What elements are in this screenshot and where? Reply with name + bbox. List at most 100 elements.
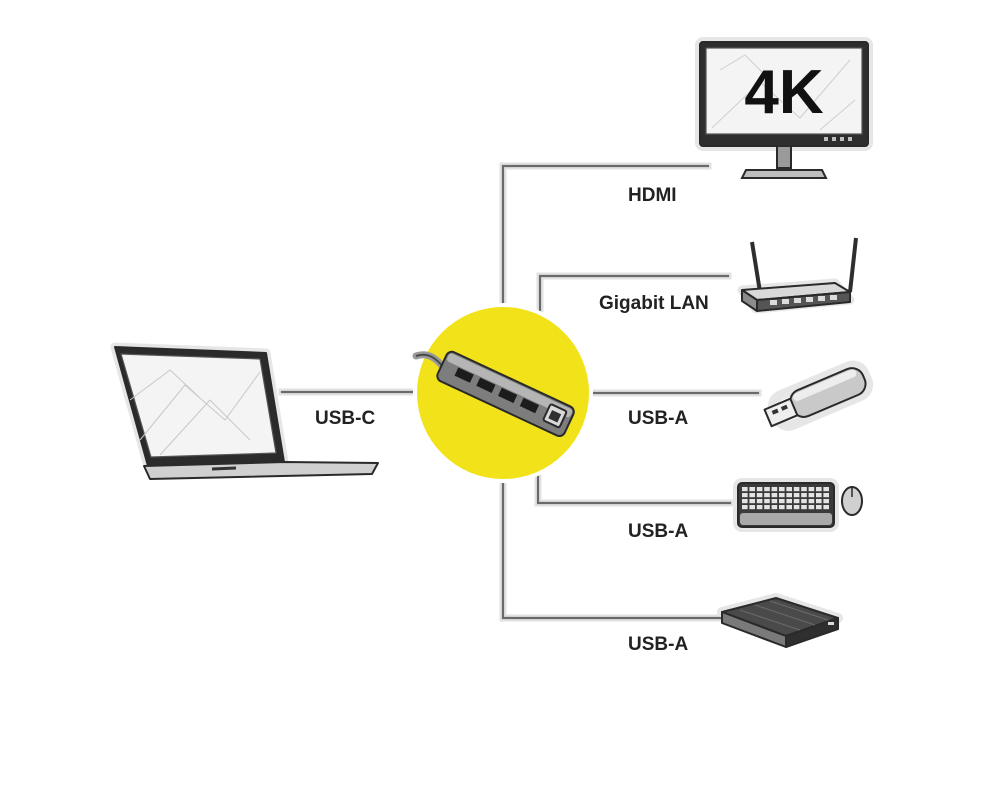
keyboard-key: [808, 505, 815, 510]
hub-group: [412, 303, 593, 483]
hub-usb-port: [454, 367, 474, 383]
usb-hub-adapter: [412, 350, 575, 438]
drive-right-side: [785, 617, 839, 648]
keyboard-key: [793, 505, 800, 510]
hub-usb-port: [476, 377, 496, 393]
keyboard-key: [801, 487, 807, 492]
label-keyboard-usb-a: USB-A: [628, 521, 688, 542]
router-antenna-right: [848, 237, 858, 293]
external-drive: [717, 593, 843, 648]
keyboard-key: [801, 493, 807, 498]
keyboard-key: [816, 505, 822, 510]
laptop: [110, 342, 379, 480]
keyboard-key: [823, 499, 829, 504]
monitor-screen-pattern: [711, 54, 856, 131]
keyboard-key: [779, 505, 785, 510]
laptop-base: [143, 461, 379, 480]
monitor-resolution-text: 4K: [744, 58, 823, 127]
keyboard-and-mouse: [733, 478, 863, 532]
keyboard-key: [786, 505, 792, 510]
monitor: 4K: [695, 37, 873, 179]
keyboard-key: [764, 505, 770, 510]
label-laptop-usb-c: USB-C: [315, 408, 375, 429]
port-labels: USB-C HDMI Gigabit LAN USB-A USB-A USB-A: [315, 185, 709, 655]
laptop-screen: [120, 353, 277, 458]
laptop-screen-pattern: [129, 369, 261, 456]
keyboard-key: [756, 499, 763, 504]
hub-ethernet-socket: [548, 410, 562, 423]
drive-led: [828, 622, 834, 625]
keyboard-key: [742, 505, 748, 510]
usb-stick-connector: [763, 397, 799, 428]
hub-body-highlight: [447, 353, 573, 418]
keyboard-key: [786, 493, 792, 498]
monitor-stand-base: [740, 169, 828, 179]
laptop-trackpad-notch: [211, 466, 237, 471]
line-strokes: [280, 164, 760, 620]
keyboard-keys: [742, 487, 829, 510]
line-hub-to-router: [538, 274, 730, 312]
keyboard-key: [801, 505, 807, 510]
router-antenna-left: [750, 241, 762, 293]
usb-stick-pin: [780, 404, 788, 411]
monitor-buttons: [824, 137, 852, 141]
keyboard-key: [786, 487, 792, 492]
keyboard-key: [771, 499, 778, 504]
drive-texture: [739, 600, 829, 631]
router: [737, 237, 858, 314]
keyboard-key: [823, 505, 829, 510]
keyboard-key: [749, 487, 755, 492]
usb-stick-pin: [771, 408, 779, 415]
keyboard-key: [764, 499, 770, 504]
keyboard-key: [808, 499, 815, 504]
keyboard-key: [793, 493, 800, 498]
keyboard-key: [808, 493, 815, 498]
usb-stick: [763, 360, 874, 431]
keyboard-key: [816, 499, 822, 504]
keyboard-key: [771, 487, 778, 492]
label-drive-usb-a: USB-A: [628, 634, 688, 655]
mouse-body: [841, 486, 863, 516]
keyboard-key: [756, 493, 763, 498]
usb-stick-shine: [793, 369, 857, 401]
label-stick-usb-a: USB-A: [628, 408, 688, 429]
connector-lines: [278, 162, 762, 622]
keyboard-key: [764, 493, 770, 498]
keyboard-key: [801, 499, 807, 504]
line-hub-to-keyboard: [536, 472, 732, 505]
keyboard-key: [823, 487, 829, 492]
keyboard-key: [749, 499, 755, 504]
keyboard-key: [816, 487, 822, 492]
router-ports: [770, 295, 837, 305]
keyboard-key: [779, 499, 785, 504]
keyboard-key: [793, 487, 800, 492]
keyboard-key: [771, 505, 778, 510]
monitor-stand-neck: [776, 145, 792, 169]
label-monitor-hdmi: HDMI: [628, 185, 677, 206]
keyboard-key: [742, 493, 748, 498]
keyboard-key: [779, 493, 785, 498]
keyboard-key: [808, 487, 815, 492]
keyboard-key: [749, 505, 755, 510]
hub-usb-port: [498, 387, 518, 404]
keyboard-key: [816, 493, 822, 498]
keyboard-key: [742, 487, 748, 492]
keyboard-key: [793, 499, 800, 504]
keyboard-key: [823, 493, 829, 498]
line-hub-to-drive: [501, 480, 724, 620]
keyboard-key: [771, 493, 778, 498]
keyboard-key: [756, 487, 763, 492]
keyboard-key: [779, 487, 785, 492]
keyboard-palm-rest: [740, 513, 832, 525]
keyboard-key: [764, 487, 770, 492]
keyboard-key: [756, 505, 763, 510]
keyboard-key: [786, 499, 792, 504]
router-front: [756, 291, 851, 312]
line-halo: [499, 162, 712, 310]
keyboard-key: [742, 499, 748, 504]
hub-usb-port: [519, 397, 539, 414]
label-router-gigabit-lan: Gigabit LAN: [599, 293, 709, 314]
keyboard-key: [749, 493, 755, 498]
